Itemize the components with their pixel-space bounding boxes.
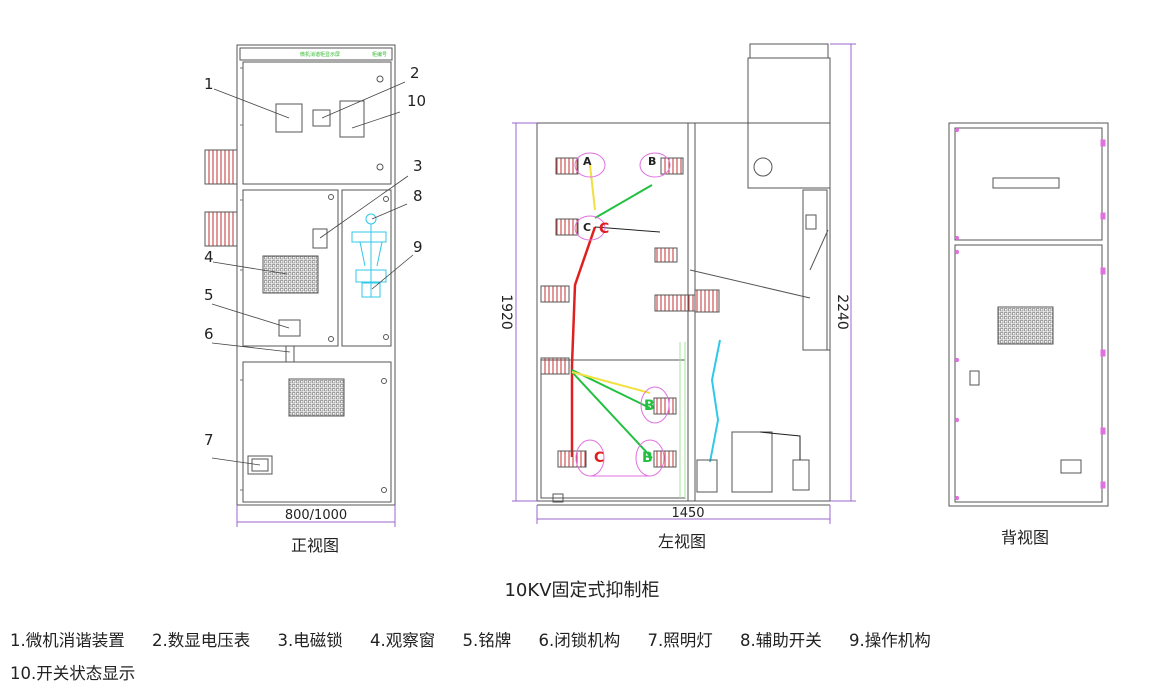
legend-item-1: 1.微机消谐装置 (10, 631, 125, 650)
phase-a-top: A (583, 155, 592, 168)
left-view-caption: 左视图 (658, 532, 707, 551)
back-cabinet-outline (948, 122, 1109, 507)
side-bushings (204, 149, 238, 247)
legend-item-4: 4.观察窗 (370, 631, 436, 650)
front-view: 微机消谐柜显示屏 柜编号 (204, 44, 414, 527)
legend-item-5: 5.铭牌 (462, 631, 512, 650)
phase-c-bottom: C (594, 450, 604, 466)
legend-item-7: 7.照明灯 (647, 631, 713, 650)
front-window-grill (262, 255, 319, 294)
height-1920-label: 1920 (498, 294, 514, 330)
callout-8: 8 (413, 187, 423, 205)
back-view (948, 122, 1109, 507)
legend-item-2: 2.数显电压表 (152, 631, 251, 650)
phase-labels: A B C C B C B (583, 155, 656, 466)
back-view-caption: 背视图 (1001, 528, 1050, 547)
operating-mechanism-graphic (351, 213, 387, 298)
phase-c-red: C (599, 221, 609, 237)
callout-10: 10 (407, 92, 426, 110)
callout-5: 5 (204, 286, 214, 304)
phase-b-mid: B (644, 398, 655, 414)
legend-row-1: 1.微机消谐装置 2.数显电压表 3.电磁锁 4.观察窗 5.铭牌 6.闭锁机构… (10, 627, 953, 651)
voltmeter-box (312, 109, 331, 127)
callout-7: 7 (204, 431, 214, 449)
left-width-label: 1450 (671, 506, 704, 521)
insulators (540, 157, 720, 468)
callout-1: 1 (204, 75, 214, 93)
callout-2: 2 (410, 64, 420, 82)
callout-9: 9 (413, 238, 423, 256)
front-width-label: 800/1000 (285, 508, 347, 523)
phase-b-top: B (648, 155, 656, 168)
legend-item-10: 10.开关状态显示 (10, 664, 136, 683)
front-cabinet-outline (236, 44, 396, 506)
magnetic-lock-box (312, 228, 328, 249)
legend-item-6: 6.闭锁机构 (538, 631, 621, 650)
legend-item-3: 3.电磁锁 (277, 631, 343, 650)
svg-text:微机消谐柜显示屏: 微机消谐柜显示屏 (300, 51, 340, 58)
harmonic-device-box (275, 103, 303, 133)
legend-row-2: 10.开关状态显示 (10, 660, 157, 684)
front-view-caption: 正视图 (291, 536, 340, 555)
lighting-lamp-box (247, 455, 273, 475)
legend-item-9: 9.操作机构 (849, 631, 931, 650)
back-window-grill (997, 306, 1054, 345)
nameplate-box (278, 319, 301, 337)
svg-text:柜编号: 柜编号 (372, 51, 387, 58)
lower-grill (288, 378, 345, 417)
left-view (512, 43, 856, 524)
front-callout-labels: 1 2 10 3 8 4 9 5 6 7 (204, 64, 426, 449)
left-cabinet-outline (536, 122, 831, 502)
callout-6: 6 (204, 325, 214, 343)
phase-b-bottom: B (642, 450, 653, 466)
diagram-title: 10KV固定式抑制柜 (504, 580, 660, 601)
legend-item-8: 8.辅助开关 (740, 631, 822, 650)
callout-4: 4 (204, 248, 214, 266)
phase-c-left: C (583, 221, 591, 234)
switch-status-box (339, 100, 365, 138)
height-2240-label: 2240 (834, 294, 850, 330)
callout-3: 3 (413, 157, 423, 175)
